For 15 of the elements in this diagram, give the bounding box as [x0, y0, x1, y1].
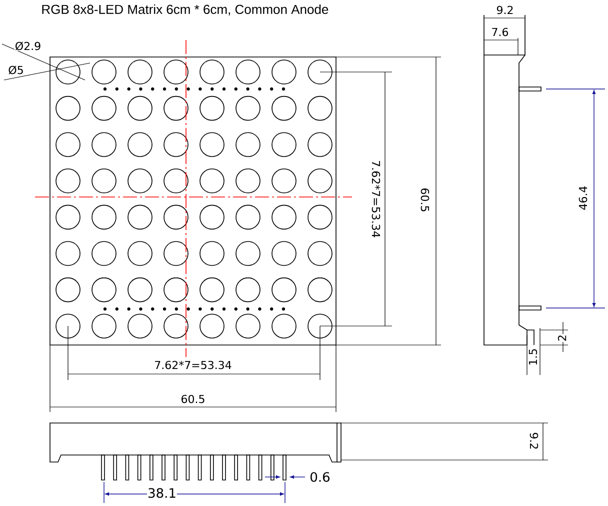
dimension-text: 38.1 [147, 488, 177, 498]
dimension-text: 7.62*7=53.34 [154, 360, 232, 370]
dimension-text: 2 [557, 334, 567, 342]
dimension-text: 60.5 [180, 394, 206, 404]
dimension-text: 9.2 [529, 432, 539, 450]
dimension-text: 1.5 [528, 348, 538, 366]
title: RGB 8x8-LED Matrix 6cm * 6cm, Common Anode [42, 4, 328, 16]
dimension-text: 0.6 [309, 472, 331, 482]
dimension-text: 7.6 [490, 27, 510, 37]
dimension-text: 7.62*7=53.34 [371, 160, 381, 238]
dimension-text: 60.5 [420, 187, 430, 213]
dimension-text: Ø2.9 [14, 41, 42, 51]
dimension-text: 46.4 [578, 185, 588, 211]
dimension-text: 9.2 [496, 5, 514, 15]
dimension-text: Ø5 [8, 65, 24, 75]
